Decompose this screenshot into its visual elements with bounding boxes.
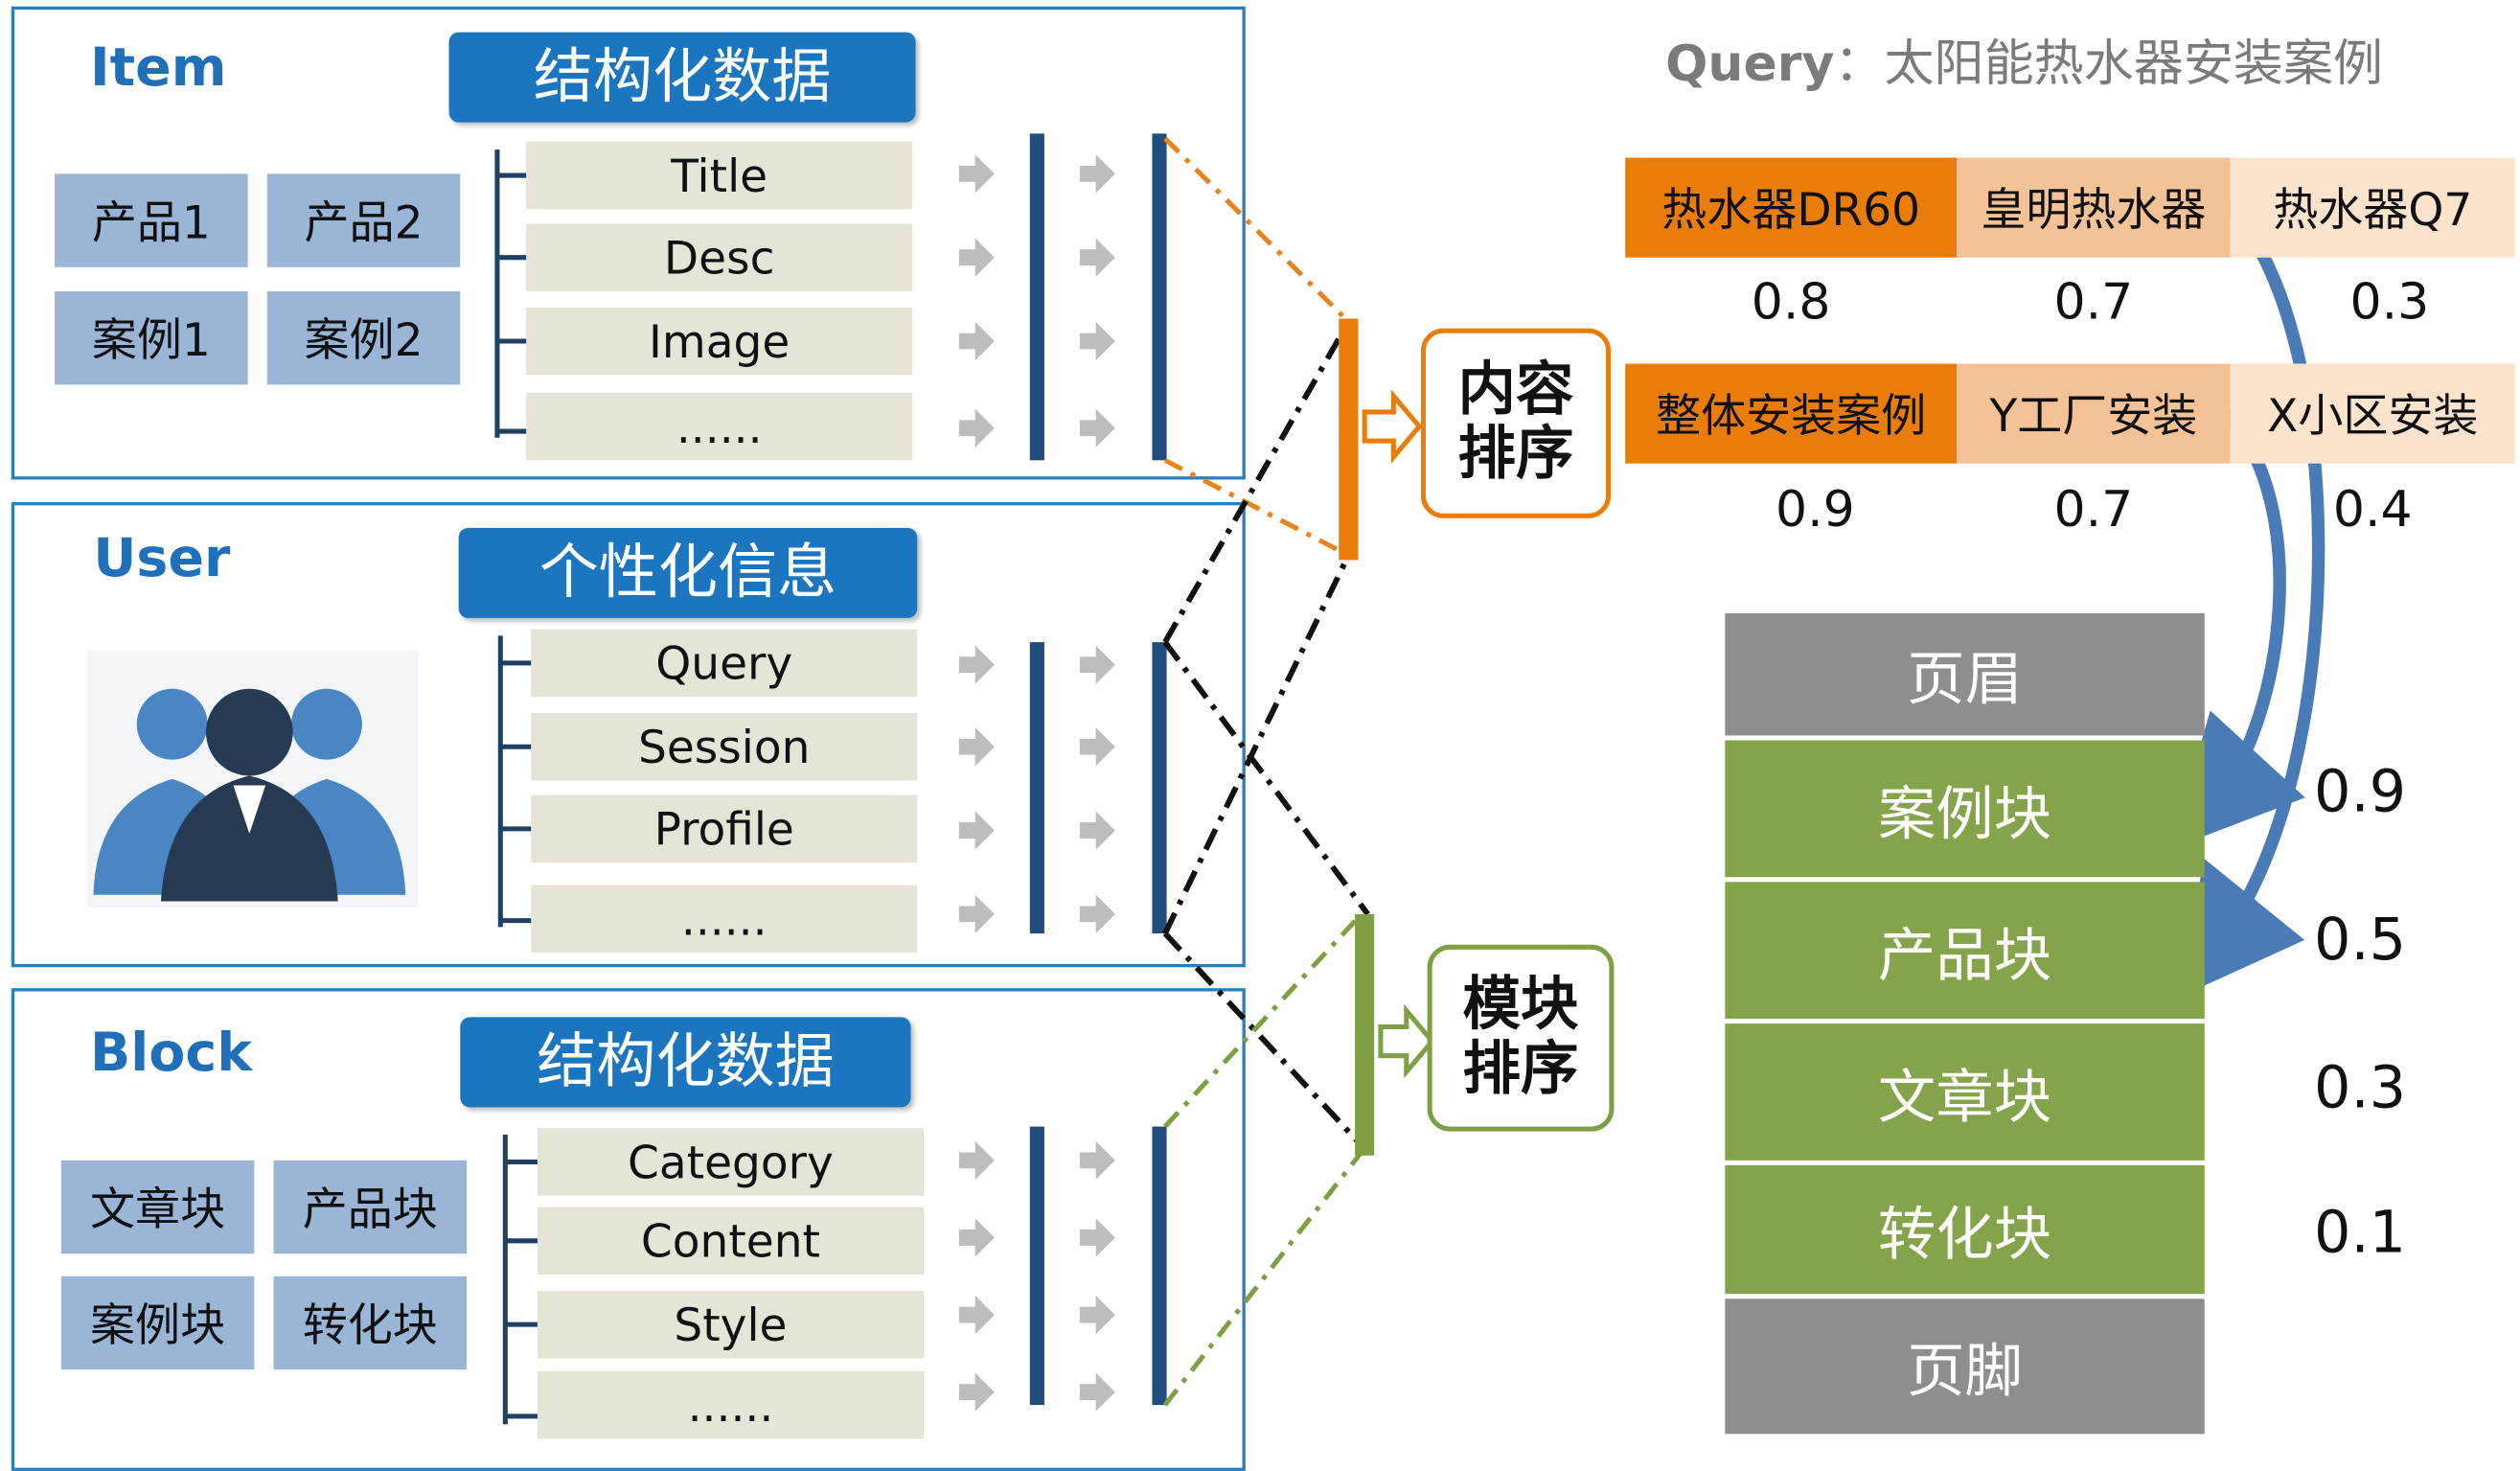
user-field-profile: Profile [531,794,918,863]
block-chip-product: 产品块 [273,1160,468,1254]
block-panel-title: Block [90,1020,253,1084]
case-block: 案例块 [1725,740,2205,878]
case-cell-overall: 整体安装案例 [1625,363,1958,464]
query-text: 太阳能热水器安装案例 [1884,34,2384,94]
article-block-score: 0.3 [2313,1055,2407,1122]
item-field-more: ...... [526,392,913,461]
case-score-1: 0.9 [1775,481,1855,540]
module-ranker-bar [1355,913,1375,1156]
user-field-query: Query [531,629,918,698]
item-to-content-connectors [1163,136,1351,558]
product-score-1: 0.8 [1751,273,1831,332]
case-score-3: 0.4 [2332,481,2413,540]
user-panel-title: User [93,526,231,589]
item-chip-case-2: 案例2 [266,290,461,385]
user-personalization-banner: 个性化信息 [458,527,918,618]
content-ranker-bar [1339,318,1359,561]
product-score-2: 0.7 [2053,273,2134,332]
product-block: 产品块 [1725,882,2205,1020]
user-field-session: Session [531,712,918,781]
item-structured-data-banner: 结构化数据 [448,32,916,123]
block-chip-case: 案例块 [60,1276,255,1370]
block-structured-data-banner: 结构化数据 [460,1017,911,1108]
page-header-block: 页眉 [1725,612,2205,736]
arrow-right-icon [958,154,1115,1412]
block-field-bracket [502,1134,538,1425]
product-cell-dr60: 热水器DR60 [1625,157,1958,258]
user-field-more: ...... [531,885,918,954]
block-chip-article: 文章块 [60,1160,255,1254]
hollow-arrow-icon [1378,1003,1435,1079]
item-field-image: Image [526,307,913,376]
block-field-more: ...... [537,1370,924,1439]
user-connectors [1162,320,1370,1155]
product-block-score: 0.5 [2313,908,2407,975]
user-field-bracket [497,635,532,928]
case-block-score: 0.9 [2313,759,2407,826]
block-field-content: Content [537,1207,924,1276]
case-score-2: 0.7 [2053,481,2134,540]
product-cell-q7: 热水器Q7 [2230,157,2515,258]
feature-bars [1029,133,1167,1406]
content-ranking-box: 内容排序 [1420,328,1612,518]
block-field-category: Category [537,1128,924,1196]
query-title: Query：太阳能热水器安装案例 [1665,23,2383,96]
module-ranking-box: 模块排序 [1427,944,1615,1132]
item-chip-case-1: 案例1 [55,290,248,385]
query-label: Query [1665,34,1835,94]
query-separator: ： [1834,34,1885,94]
block-chip-conversion: 转化块 [273,1276,468,1370]
article-block: 文章块 [1725,1023,2205,1161]
product-score-3: 0.3 [2349,273,2430,332]
hollow-arrow-icon [1362,389,1423,464]
item-field-title: Title [526,141,913,210]
block-to-module-connectors [1162,912,1363,1407]
product-cell-huangming: 皇明热水器 [1957,157,2231,258]
case-cell-community-x: X小区安装 [2230,363,2515,464]
item-chip-product-2: 产品2 [266,173,461,267]
product-to-block-curve [2173,188,2325,1000]
block-field-style: Style [537,1290,924,1359]
conversion-block: 转化块 [1725,1164,2205,1295]
item-chip-product-1: 产品1 [55,173,248,267]
user-group-icon [86,650,419,908]
item-field-desc: Desc [526,223,913,291]
conversion-block-score: 0.1 [2313,1200,2407,1267]
case-cell-factory-y: Y工厂安装 [1957,363,2231,464]
item-field-bracket [494,149,527,438]
item-panel-title: Item [90,34,227,99]
page-footer-block: 页脚 [1725,1299,2205,1435]
